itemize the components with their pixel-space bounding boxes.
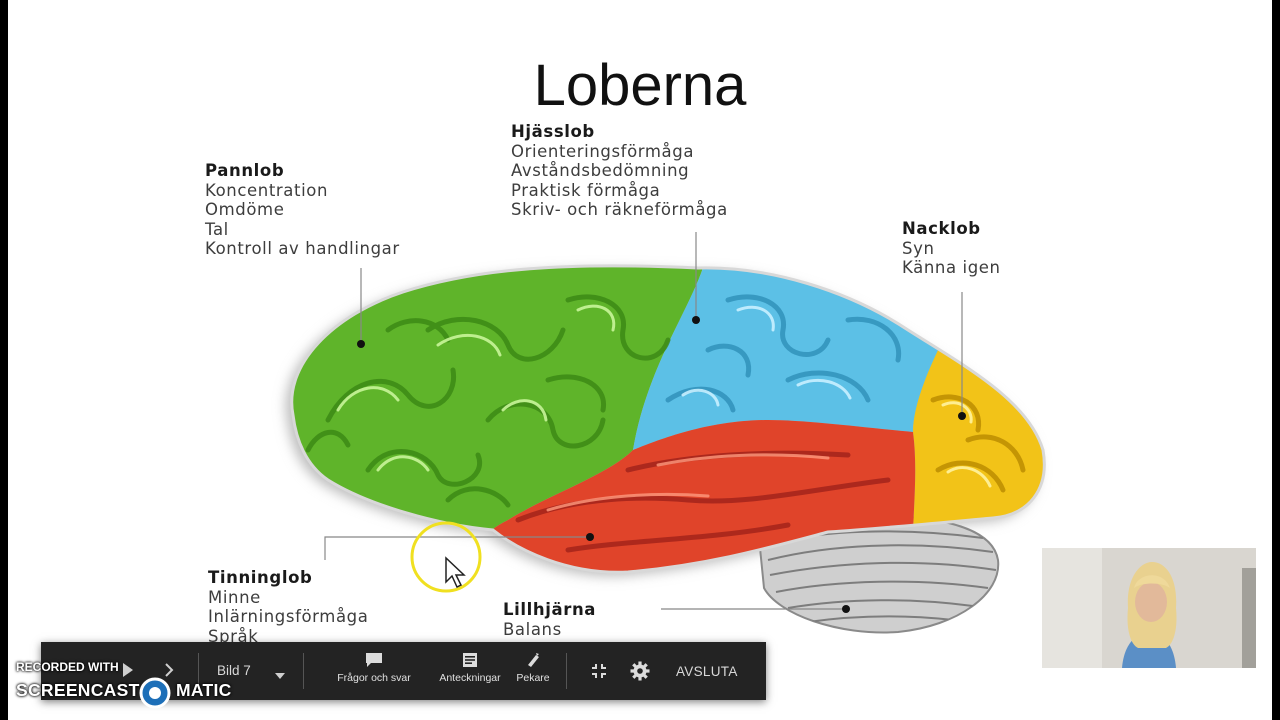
temporal-lobe-label: Tinninglob Minne Inlärningsförmåga Språk: [208, 568, 368, 646]
parietal-lobe-heading: Hjässlob: [511, 122, 595, 141]
occipital-lobe-item: Syn: [902, 238, 935, 258]
previous-slide-button[interactable]: [121, 662, 135, 683]
slide-number-label: Bild 7: [217, 663, 251, 678]
temporal-lobe-item: Språk: [208, 626, 259, 646]
pointer-label: Pekare: [516, 672, 550, 684]
temporal-lobe-item: Minne: [208, 587, 261, 607]
parietal-lobe-item: Orienteringsförmåga: [511, 141, 695, 161]
frontal-lobe-item: Tal: [205, 219, 229, 239]
parietal-lobe-item: Avståndsbedömning: [511, 161, 690, 180]
chevron-right-icon: [165, 663, 174, 677]
slide-title: Loberna: [533, 53, 747, 118]
qa-label: Frågor och svar: [337, 672, 411, 684]
next-slide-button[interactable]: [163, 662, 175, 683]
frontal-lobe-heading: Pannlob: [205, 161, 285, 180]
slide-number-select[interactable]: Bild 7: [217, 663, 251, 678]
presentation-slide: Loberna: [8, 0, 1272, 720]
caret-down-icon: [275, 673, 285, 679]
slide-dropdown-button[interactable]: [274, 667, 286, 685]
occipital-lobe-region: [913, 340, 1045, 540]
pointer-button[interactable]: Pekare: [511, 652, 555, 692]
toolbar-divider: [303, 653, 304, 689]
cerebellum-label: Lillhjärna Balans: [503, 600, 596, 639]
parietal-lobe-item: Praktisk förmåga: [511, 180, 661, 200]
exit-fullscreen-button[interactable]: [591, 663, 607, 684]
exit-fullscreen-icon: [592, 664, 606, 678]
notes-icon: [463, 653, 477, 667]
brain-lobes-illustration: [285, 232, 1046, 634]
toolbar-divider: [198, 653, 199, 689]
parietal-lobe-item: Skriv- och räkneförmåga: [511, 200, 728, 219]
notes-button[interactable]: Anteckningar: [437, 652, 503, 692]
record-icon: [139, 677, 171, 709]
frontal-lobe-region: [291, 265, 708, 560]
cerebellum-region: [758, 514, 1000, 634]
frontal-lobe-label: Pannlob Koncentration Omdöme Tal Kontrol…: [205, 161, 400, 259]
play-icon: [123, 663, 133, 677]
recorded-with-text: RECORDED WITH: [16, 660, 119, 674]
webcam-overlay: [1042, 548, 1256, 668]
frontal-lobe-item: Omdöme: [205, 200, 285, 219]
end-presentation-button[interactable]: AVSLUTA: [676, 664, 738, 679]
frontal-lobe-item: Koncentration: [205, 180, 329, 200]
cursor-indicator: [410, 521, 482, 593]
screencast-watermark: RECORDED WITH SCREENCAST MATIC: [16, 660, 246, 710]
brand-text-left: SCREENCAST: [16, 680, 140, 700]
presenter-video: [1042, 548, 1256, 668]
chat-bubble-icon: [366, 653, 382, 667]
notes-label: Anteckningar: [439, 672, 501, 684]
cerebellum-item: Balans: [503, 619, 562, 639]
settings-button[interactable]: [630, 661, 650, 686]
gear-icon: [630, 661, 650, 681]
occipital-lobe-label: Nacklob Syn Känna igen: [902, 219, 1001, 278]
laser-pointer-icon: [528, 653, 539, 667]
occipital-lobe-item: Känna igen: [902, 258, 1001, 277]
temporal-lobe-item: Inlärningsförmåga: [208, 607, 369, 626]
temporal-lobe-heading: Tinninglob: [208, 568, 313, 587]
frontal-lobe-item: Kontroll av handlingar: [205, 239, 400, 258]
end-label: AVSLUTA: [676, 664, 738, 679]
brand-text-right: MATIC: [176, 680, 232, 700]
qa-button[interactable]: Frågor och svar: [319, 652, 429, 692]
occipital-lobe-heading: Nacklob: [902, 219, 981, 238]
cerebellum-heading: Lillhjärna: [503, 600, 597, 619]
parietal-lobe-label: Hjässlob Orienteringsförmåga Avståndsbed…: [511, 122, 728, 220]
toolbar-divider: [566, 653, 567, 689]
